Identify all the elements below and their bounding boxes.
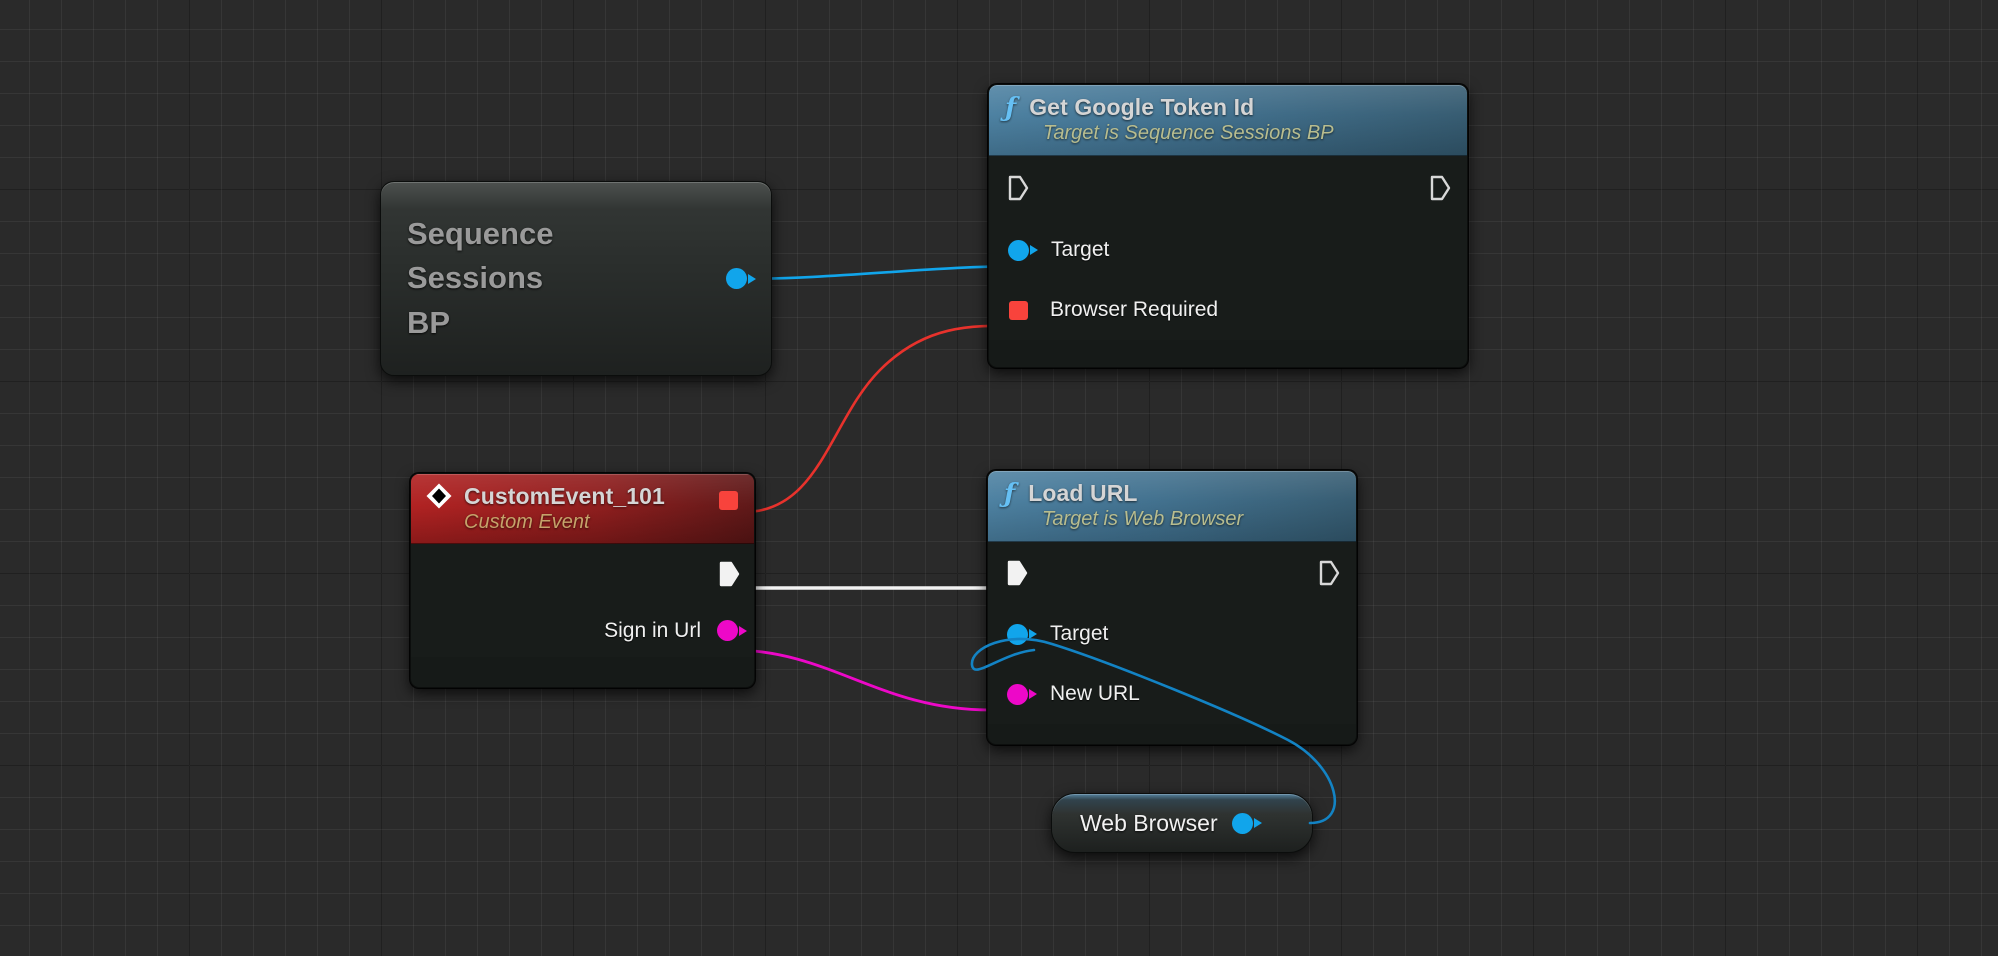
node-custom-event-101[interactable]: CustomEvent_101 Custom Event Sign in Url — [410, 473, 755, 688]
wire-signin-url-to-new-url — [730, 648, 992, 712]
exec-out-row — [411, 544, 754, 604]
input-label-browser-required: Browser Required — [1050, 298, 1219, 321]
input-pin-target[interactable] — [1008, 239, 1029, 261]
wire-sessions-to-target — [734, 264, 1030, 281]
event-output-pin-delegate[interactable] — [719, 491, 738, 510]
input-row-target: Target — [988, 604, 1356, 664]
node-title: Load URL — [1028, 480, 1138, 506]
variable-title-line-2: Sessions — [407, 260, 544, 296]
output-label-sign-in-url: Sign in Url — [604, 618, 701, 642]
node-sequence-sessions-bp[interactable]: Sequence Sessions BP — [380, 181, 772, 376]
output-pin-web-browser[interactable] — [1231, 812, 1253, 834]
variable-title-line-3: BP — [407, 304, 451, 340]
node-subtitle: Target is Web Browser — [1042, 508, 1244, 530]
node-web-browser[interactable]: Web Browser — [1051, 793, 1313, 853]
variable-title: Sequence Sessions BP — [407, 212, 726, 344]
variable-title: Web Browser — [1080, 809, 1218, 836]
input-row-target: Target — [989, 220, 1467, 280]
node-header-load-url: ƒ Load URL Target is Web Browser — [988, 471, 1356, 542]
node-body-custom-event-101: Sign in Url — [411, 544, 754, 657]
input-row-new-url: New URL — [988, 664, 1356, 724]
exec-out-pin[interactable] — [718, 561, 740, 587]
exec-row — [988, 542, 1356, 604]
output-pin-sign-in-url[interactable] — [717, 620, 738, 641]
event-diamond-icon — [426, 483, 452, 509]
output-row-sign-in-url: Sign in Url — [411, 604, 754, 657]
exec-out-pin[interactable] — [1429, 175, 1451, 201]
node-subtitle: Target is Sequence Sessions BP — [1043, 122, 1334, 144]
exec-out-pin[interactable] — [1318, 560, 1340, 586]
input-row-browser-required: Browser Required — [989, 280, 1467, 340]
node-title: CustomEvent_101 — [464, 482, 665, 509]
input-label-target: Target — [1051, 238, 1110, 261]
function-icon: ƒ — [1004, 478, 1016, 509]
node-header-get-google-token-id: ƒ Get Google Token Id Target is Sequence… — [989, 85, 1467, 156]
node-load-url[interactable]: ƒ Load URL Target is Web Browser Target — [987, 470, 1357, 745]
node-subtitle: Custom Event — [464, 511, 590, 533]
output-pin-sequence-sessions-bp[interactable] — [726, 268, 747, 289]
exec-in-pin[interactable] — [1007, 175, 1029, 201]
input-pin-new-url[interactable] — [1007, 683, 1028, 705]
node-body-get-google-token-id: Target Browser Required — [989, 156, 1467, 340]
node-body-load-url: Target New URL — [988, 542, 1356, 724]
node-get-google-token-id[interactable]: ƒ Get Google Token Id Target is Sequence… — [988, 84, 1468, 368]
node-title: Get Google Token Id — [1029, 94, 1255, 120]
exec-in-pin[interactable] — [1006, 560, 1028, 586]
node-header-custom-event-101: CustomEvent_101 Custom Event — [411, 474, 754, 544]
input-pin-target[interactable] — [1007, 623, 1028, 645]
input-pin-browser-required[interactable] — [1009, 300, 1028, 320]
input-label-new-url: New URL — [1050, 682, 1140, 705]
function-icon: ƒ — [1005, 92, 1017, 123]
exec-row — [989, 156, 1467, 220]
variable-title-line-1: Sequence — [407, 216, 554, 252]
input-label-target: Target — [1050, 622, 1109, 645]
